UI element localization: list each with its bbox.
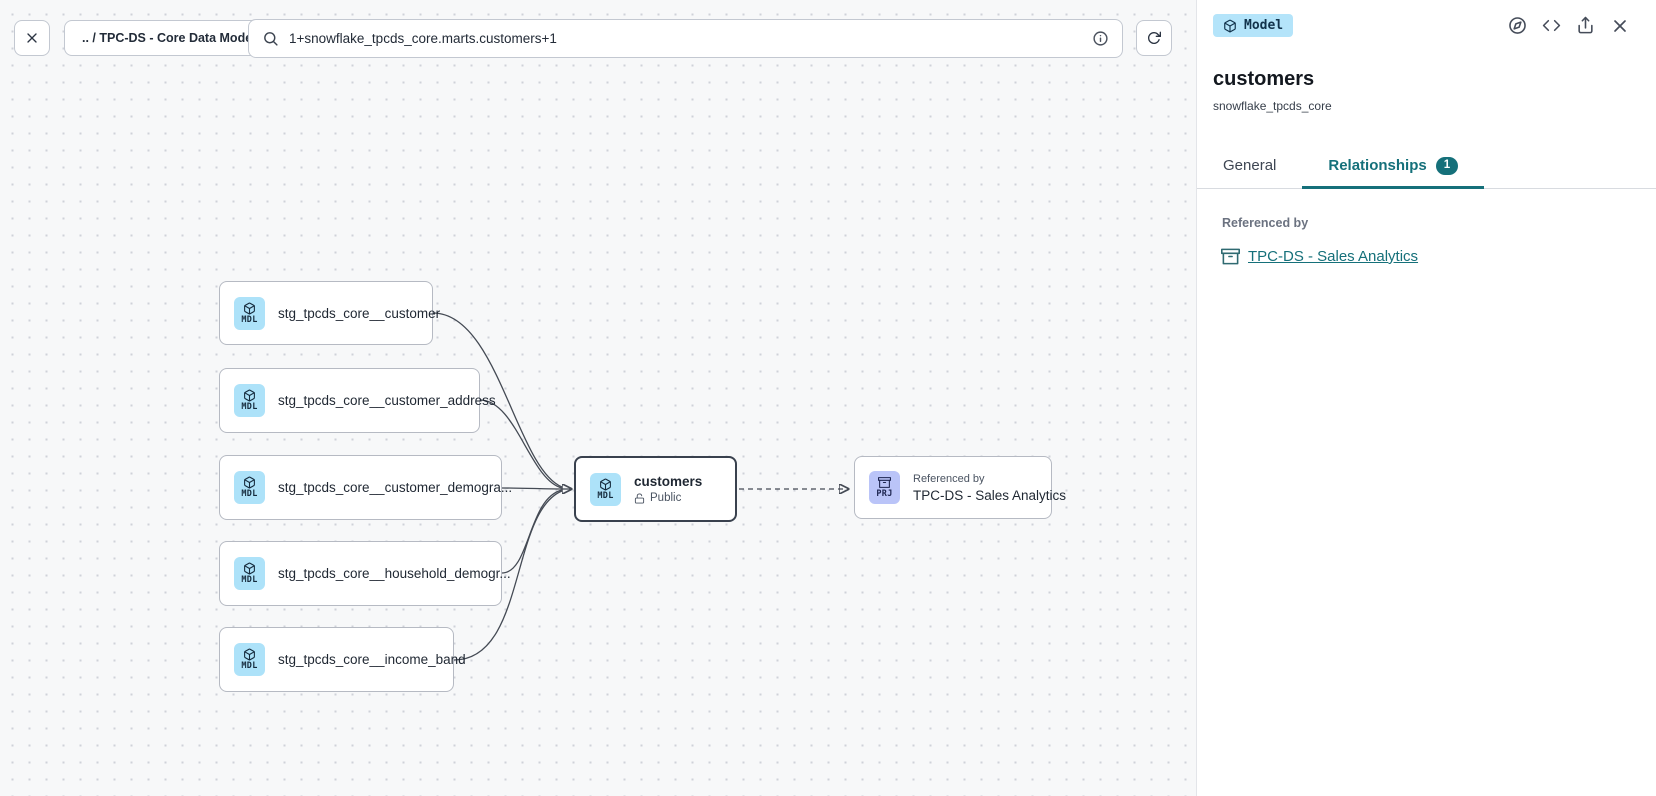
panel-tabs: General Relationships 1 bbox=[1197, 145, 1656, 189]
tab-general-label: General bbox=[1223, 157, 1277, 175]
code-icon[interactable] bbox=[1542, 16, 1561, 35]
refresh-button[interactable] bbox=[1136, 20, 1172, 56]
model-icon: MDL bbox=[234, 557, 265, 590]
lineage-search[interactable] bbox=[248, 19, 1123, 58]
node-kicker: Referenced by bbox=[913, 472, 985, 485]
close-icon bbox=[24, 30, 40, 46]
node-referenced-by-project[interactable]: PRJ Referenced by TPC-DS - Sales Analyti… bbox=[854, 456, 1066, 519]
panel-actions bbox=[1508, 16, 1630, 36]
lineage-canvas[interactable]: .. / TPC-DS - Core Data Models MDL stg_t… bbox=[0, 0, 1196, 796]
node-type-tag: MDL bbox=[241, 575, 258, 586]
project-icon: PRJ bbox=[869, 471, 900, 504]
node-visibility: Public bbox=[650, 492, 682, 504]
node-type-tag: MDL bbox=[241, 314, 258, 325]
relationships-count-badge: 1 bbox=[1435, 157, 1459, 175]
node-stg-tpcds-core-customer-address[interactable]: MDL stg_tpcds_core__customer_address bbox=[219, 368, 496, 433]
model-icon: MDL bbox=[234, 296, 265, 330]
node-label: stg_tpcds_core__customer_address bbox=[278, 393, 496, 408]
tab-relationships-label: Relationships bbox=[1328, 157, 1427, 175]
edge-customer-address bbox=[479, 399, 563, 489]
schema-subtitle: snowflake_tpcds_core bbox=[1213, 99, 1332, 113]
node-stg-tpcds-core-income-band[interactable]: MDL stg_tpcds_core__income_band bbox=[219, 627, 466, 692]
node-type-tag: MDL bbox=[241, 402, 258, 413]
details-panel: Model customers snowflake_tpcds_core Gen… bbox=[1196, 0, 1656, 796]
node-type-tag: PRJ bbox=[876, 489, 893, 500]
node-label: stg_tpcds_core__customer_demogra... bbox=[278, 480, 513, 495]
model-icon: MDL bbox=[234, 471, 265, 504]
refresh-icon bbox=[1146, 30, 1162, 46]
panel-header: Model bbox=[1197, 0, 1656, 37]
referenced-by-heading: Referenced by bbox=[1222, 215, 1309, 230]
close-panel-icon[interactable] bbox=[1610, 16, 1630, 36]
info-icon[interactable] bbox=[1092, 30, 1109, 47]
project-archive-icon bbox=[1221, 247, 1240, 266]
unlock-icon bbox=[634, 492, 645, 504]
node-label: customers bbox=[634, 474, 703, 489]
model-icon: MDL bbox=[590, 472, 621, 506]
node-type-tag: MDL bbox=[241, 489, 258, 500]
search-input[interactable] bbox=[289, 31, 1082, 46]
edge-customer bbox=[432, 312, 563, 488]
lineage-edges bbox=[432, 312, 1196, 661]
node-label: stg_tpcds_core__income_band bbox=[278, 652, 466, 667]
node-label: stg_tpcds_core__customer bbox=[278, 305, 441, 321]
tab-general[interactable]: General bbox=[1197, 145, 1302, 188]
node-stg-tpcds-core-customer-demographics[interactable]: MDL stg_tpcds_core__customer_demogra... bbox=[219, 455, 512, 520]
breadcrumb-label: .. / TPC-DS - Core Data Models bbox=[82, 31, 263, 45]
node-label: TPC-DS - Sales Analytics bbox=[913, 487, 1067, 503]
search-icon bbox=[262, 30, 279, 47]
node-stg-tpcds-core-customer[interactable]: MDL stg_tpcds_core__customer bbox=[219, 281, 440, 345]
edge-income-band bbox=[453, 490, 563, 661]
edge-customer-demographics bbox=[501, 487, 563, 490]
model-icon: MDL bbox=[234, 384, 265, 417]
referenced-project-link[interactable]: TPC-DS - Sales Analytics bbox=[1248, 247, 1419, 265]
explore-compass-icon[interactable] bbox=[1508, 16, 1527, 35]
node-customers-selected[interactable]: MDL customers Public bbox=[574, 456, 737, 522]
node-label: stg_tpcds_core__household_demogr... bbox=[278, 566, 511, 581]
page-title: customers bbox=[1213, 68, 1315, 90]
share-icon[interactable] bbox=[1576, 16, 1595, 35]
referenced-project-row[interactable]: TPC-DS - Sales Analytics bbox=[1221, 247, 1656, 266]
node-stg-tpcds-core-household-demographics[interactable]: MDL stg_tpcds_core__household_demogr... bbox=[219, 541, 511, 606]
tab-relationships[interactable]: Relationships 1 bbox=[1302, 145, 1484, 189]
node-type-tag: MDL bbox=[597, 490, 614, 501]
resource-type-label: Model bbox=[1244, 18, 1284, 33]
close-lineage-button[interactable] bbox=[14, 20, 50, 56]
resource-type-badge: Model bbox=[1213, 14, 1294, 37]
node-type-tag: MDL bbox=[241, 661, 258, 672]
breadcrumb[interactable]: .. / TPC-DS - Core Data Models bbox=[64, 20, 281, 56]
model-icon: MDL bbox=[234, 643, 265, 676]
